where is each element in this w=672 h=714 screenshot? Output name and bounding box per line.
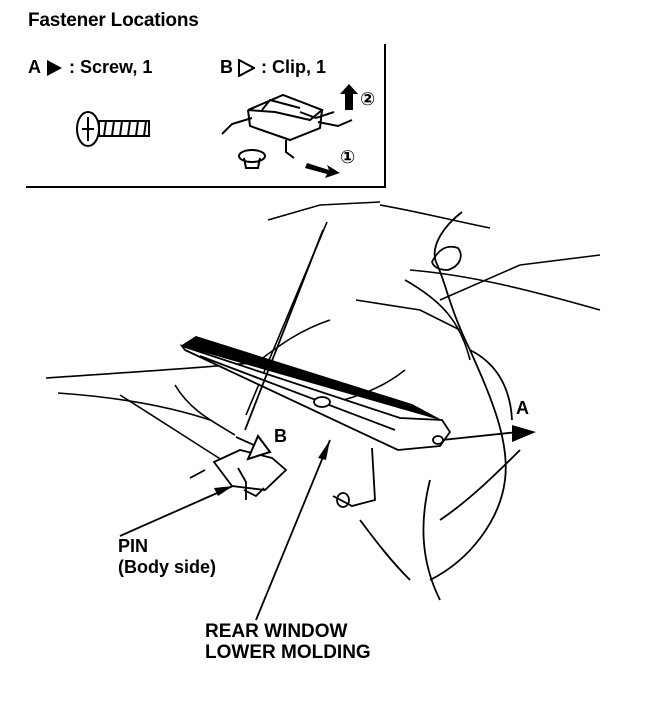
fastener-legend-box (26, 44, 386, 188)
molding-label-line1: REAR WINDOW (205, 621, 348, 642)
fastener-b-marker-icon (246, 434, 272, 461)
screw-illustration (76, 111, 150, 147)
legend-screw-letter: A (28, 57, 41, 77)
rear-seat-outline (359, 211, 521, 601)
clip-illustration (221, 93, 353, 169)
outline-triangle-icon (238, 58, 255, 77)
rear-window-frame (45, 201, 601, 466)
pin-label-line1: PIN (118, 536, 149, 556)
callout-a: A (516, 398, 529, 418)
callout-b: B (274, 426, 287, 446)
leader-arrowheads (214, 425, 536, 496)
legend-screw: A : Screw, 1 (28, 57, 152, 78)
page-title: Fastener Locations (28, 10, 199, 31)
step-1-label: ① (340, 147, 356, 167)
rear-window-lower-molding (179, 336, 452, 507)
legend-screw-text: : Screw, 1 (69, 57, 153, 77)
pin-callout: PIN (Body side) (118, 536, 216, 578)
clip-direction-arrows (305, 84, 358, 178)
filled-triangle-icon (47, 59, 62, 76)
molding-callout: REAR WINDOW LOWER MOLDING (205, 621, 371, 663)
legend-clip: B : Clip, 1 (220, 57, 326, 78)
pin-label-line2: (Body side) (118, 557, 217, 577)
molding-label-line2: LOWER MOLDING (205, 642, 371, 663)
step-2-label: ② (360, 89, 376, 109)
leader-lines (119, 229, 519, 621)
legend-clip-letter: B (220, 57, 233, 77)
legend-clip-text: : Clip, 1 (261, 57, 327, 77)
